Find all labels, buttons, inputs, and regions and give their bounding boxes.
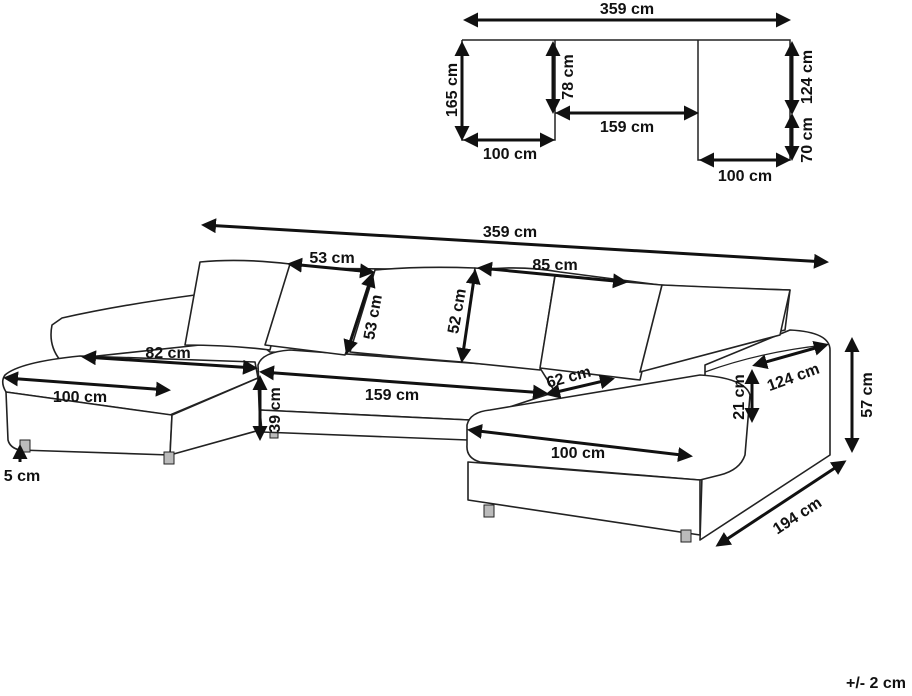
middle-width-label: 159 cm <box>365 387 419 404</box>
tolerance-note: +/- 2 cm <box>846 675 906 692</box>
left-chaise-width-label: 100 cm <box>53 389 107 406</box>
seat-height-label: 39 cm <box>267 387 284 432</box>
plan-right-width-label: 100 cm <box>718 168 772 185</box>
plan-view: 359 cm 165 cm 78 cm 124 cm 159 cm 100 cm… <box>444 1 816 185</box>
plan-left-depth-label: 165 cm <box>444 63 461 117</box>
right-chaise-width-label: 100 cm <box>551 445 605 462</box>
plan-outline <box>461 39 791 161</box>
plan-width-label: 359 cm <box>600 1 654 18</box>
plan-right-back-label: 124 cm <box>799 50 816 104</box>
cushion-small-width-label: 53 cm <box>309 250 354 267</box>
left-seat-depth-label: 82 cm <box>145 345 190 362</box>
total-height-label: 57 cm <box>859 372 876 417</box>
plan-right-ext-label: 70 cm <box>799 117 816 162</box>
plan-middle-depth-label: 78 cm <box>560 54 577 99</box>
cushion-large-width-label: 85 cm <box>532 257 577 274</box>
plan-middle-width-label: 159 cm <box>600 119 654 136</box>
right-total-depth-label: 194 cm <box>770 494 825 538</box>
plan-left-width-label: 100 cm <box>483 146 537 163</box>
leg-height-label: 5 cm <box>4 468 40 485</box>
armrest-height-label: 21 cm <box>731 374 748 419</box>
sofa-width-label: 359 cm <box>483 224 537 241</box>
